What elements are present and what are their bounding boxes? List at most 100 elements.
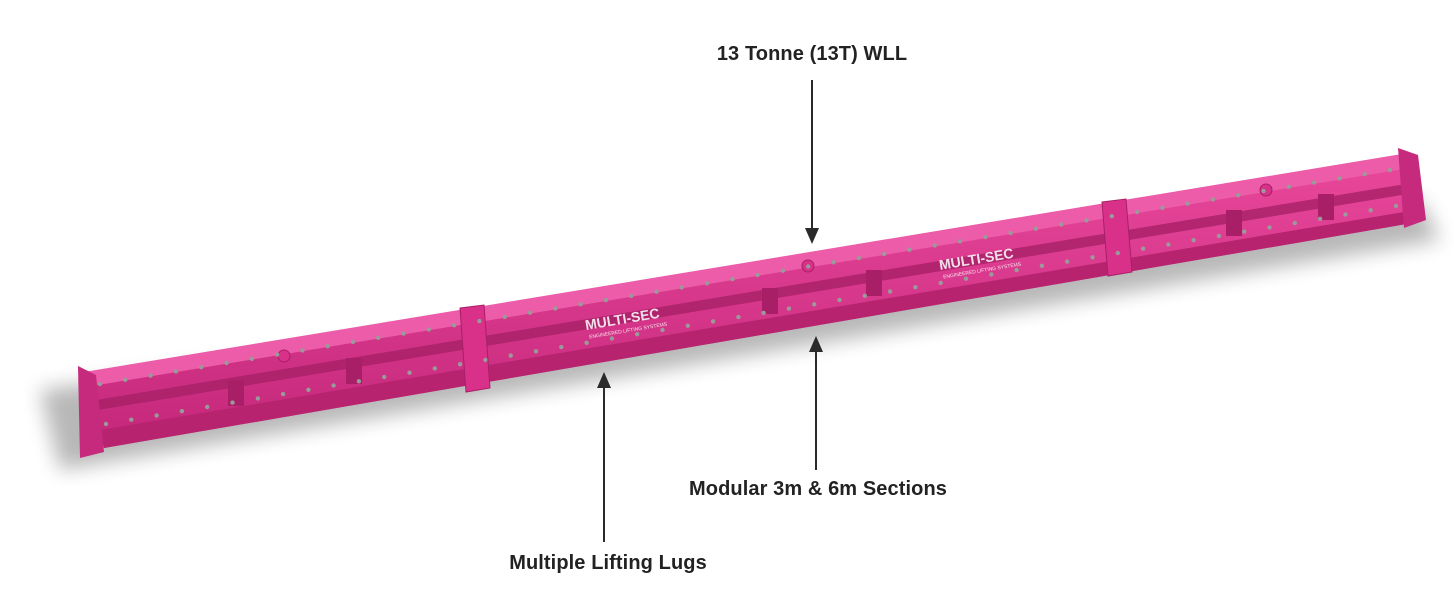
bolt-hole	[837, 297, 842, 303]
bolt-hole	[1065, 259, 1070, 264]
bolt-hole	[963, 276, 969, 281]
bolt-hole	[730, 276, 735, 282]
bolt-hole	[1160, 205, 1165, 210]
bolt-hole	[205, 404, 210, 410]
bolt-hole	[806, 264, 811, 269]
bolt-hole	[887, 289, 893, 294]
bolt-hole	[710, 319, 716, 324]
callout-arrows	[597, 80, 823, 542]
bolt-hole	[274, 352, 280, 357]
bolt-hole	[356, 379, 362, 384]
bolt-hole	[761, 310, 766, 316]
bolt-hole	[1267, 225, 1272, 230]
bolt-hole	[1191, 238, 1196, 243]
bolt-hole	[907, 247, 912, 252]
beam-top-flange	[84, 154, 1410, 386]
bolt-hole	[1393, 203, 1399, 209]
stiffeners	[228, 194, 1334, 406]
bolt-hole	[401, 331, 406, 336]
bolt-hole	[1008, 230, 1013, 236]
bolt-hole	[685, 323, 690, 328]
bolt-hole	[1059, 222, 1064, 227]
bolt-hole	[913, 285, 918, 290]
bolt-hole	[280, 391, 286, 397]
bolt-hole	[350, 339, 356, 345]
bolt-hole	[1090, 255, 1095, 260]
bolt-hole	[1286, 184, 1292, 189]
bolt-hole	[255, 396, 260, 401]
bolt-hole	[224, 360, 229, 366]
bolt-hole	[1166, 242, 1171, 247]
bolt-hole	[983, 234, 988, 240]
joint-plate-2	[1101, 198, 1133, 277]
bolt-hole	[325, 344, 330, 349]
beam-mid-rail	[96, 183, 1414, 410]
bolt-hole	[179, 409, 185, 414]
bolt-hole	[300, 348, 305, 353]
bolt-hole	[123, 377, 128, 382]
bolt-hole	[1261, 188, 1266, 194]
bolt-hole	[812, 302, 817, 307]
bolt-hole	[527, 310, 533, 315]
bolt-hole	[938, 280, 943, 286]
bolt-hole	[629, 293, 634, 299]
bolt-hole	[1014, 267, 1019, 273]
end-plate-left	[78, 366, 104, 458]
bolt-hole	[1343, 212, 1348, 217]
bolt-hole	[780, 268, 786, 273]
bolt-hole	[957, 239, 963, 244]
bolt-hole	[755, 272, 760, 278]
bolt-hole	[451, 323, 457, 328]
bolt-holes-top	[97, 167, 1393, 387]
bolt-hole	[654, 289, 659, 294]
bolt-hole	[1236, 193, 1241, 198]
callout-label-modular: Modular 3m & 6m Sections	[688, 478, 948, 500]
bolt-hole	[148, 373, 153, 378]
bolt-hole	[154, 413, 159, 418]
bolt-hole	[97, 381, 103, 387]
bolt-hole	[1134, 209, 1140, 215]
bolt-holes-bottom	[103, 203, 1399, 427]
callout-label-lugs: Multiple Lifting Lugs	[509, 552, 707, 574]
bolt-hole	[559, 344, 564, 350]
bolt-hole	[609, 336, 615, 341]
arrow-lugs-head	[597, 372, 611, 388]
bolt-hole	[1109, 214, 1115, 219]
arrow-modular-head	[809, 336, 823, 352]
joint-plate-1	[459, 304, 491, 393]
bolt-hole	[786, 306, 792, 311]
bolt-hole	[578, 302, 583, 307]
bolt-hole	[1387, 167, 1393, 173]
bolt-hole	[1216, 233, 1222, 239]
bolt-hole	[862, 293, 867, 298]
bolt-hole	[306, 387, 311, 392]
bolt-hole	[129, 417, 134, 422]
bolt-hole	[1210, 197, 1216, 202]
bolt-hole	[635, 332, 640, 337]
bolt-hole	[173, 369, 179, 374]
bolt-hole	[553, 306, 558, 311]
bolt-hole	[331, 383, 336, 388]
bolt-hole	[1039, 263, 1045, 268]
bolt-hole	[483, 357, 488, 363]
bolt-hole	[1140, 246, 1146, 251]
beam-bottom-flange	[100, 210, 1418, 448]
bolt-hole	[1368, 208, 1373, 213]
bolt-hole	[881, 251, 887, 257]
bolt-hole	[457, 362, 463, 367]
bolt-hole	[736, 314, 741, 320]
bolt-hole	[502, 314, 507, 320]
bolt-hole	[426, 327, 431, 332]
bolt-hole	[477, 318, 482, 324]
callout-label-wll: 13 Tonne (13T) WLL	[716, 43, 908, 65]
arrow-wll-head	[805, 228, 819, 244]
bolt-hole	[1362, 172, 1367, 177]
bolt-hole	[1115, 250, 1121, 256]
bolt-hole	[989, 272, 994, 277]
bolt-hole	[1242, 229, 1247, 234]
bolt-hole	[603, 297, 609, 303]
bolt-hole	[382, 374, 387, 380]
bolt-hole	[199, 365, 204, 370]
bolt-hole	[584, 340, 589, 345]
